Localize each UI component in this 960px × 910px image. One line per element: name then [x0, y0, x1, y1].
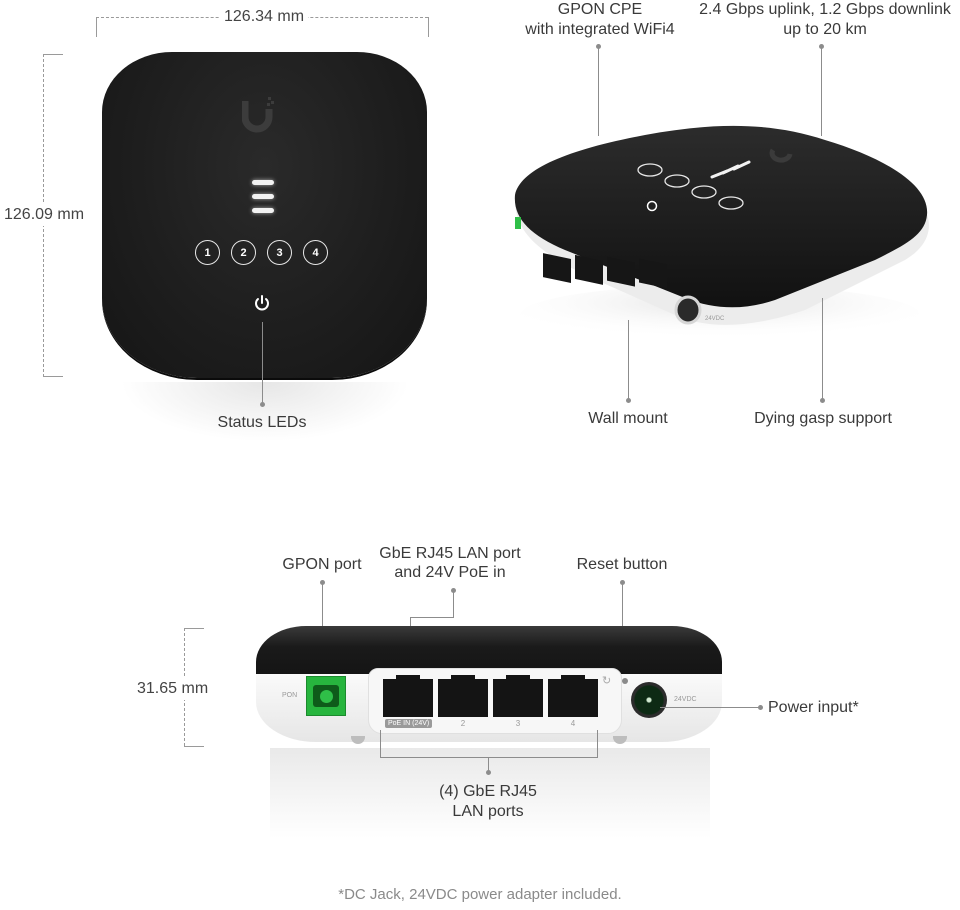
lan-poe-leader-line-a — [453, 590, 454, 617]
lan-ports-leader-dot — [486, 770, 491, 775]
port-led-3: 3 — [267, 240, 292, 265]
wall-mount-leader-line — [628, 320, 629, 400]
width-dimension-tick-right — [428, 17, 429, 37]
pon-label: PON — [282, 692, 298, 699]
rj45-port-4 — [548, 675, 598, 717]
power-input-leader-dot — [758, 705, 763, 710]
port-led-4: 4 — [303, 240, 328, 265]
rj45-port-panel: PoE IN (24V) 2 3 4 — [368, 668, 622, 734]
power-input-callout: Power input* — [768, 699, 859, 716]
lan-ports-callout-line2: LAN ports — [452, 803, 524, 820]
rear-height-tick-bottom — [184, 746, 204, 747]
gpon-cpe-callout-line1: GPON CPE — [557, 1, 643, 18]
rear-height-dimension-label: 31.65 mm — [137, 678, 209, 700]
port-number-2: 2 — [460, 719, 466, 728]
rear-height-tick-top — [184, 628, 204, 629]
footnote: *DC Jack, 24VDC power adapter included. — [338, 886, 622, 903]
dying-gasp-leader-line — [822, 298, 823, 400]
speed-callout-line2: up to 20 km — [783, 21, 867, 38]
lan-ports-callout-line1: (4) GbE RJ45 — [439, 783, 537, 800]
gpon-port-callout: GPON port — [282, 556, 362, 573]
port-led-1: 1 — [195, 240, 220, 265]
lan-ports-bracket-bottom — [380, 757, 598, 758]
reset-icon: ↻ — [602, 675, 612, 687]
wall-mount-callout: Wall mount — [588, 410, 668, 427]
persp-rj45-ports — [543, 253, 667, 289]
device-top-view: 1 2 3 4 — [102, 52, 427, 378]
speed-leader-line — [821, 46, 822, 136]
led-bar-icon — [252, 208, 274, 213]
height-dimension-tick-bottom — [43, 376, 63, 377]
power-input-leader-line — [660, 707, 760, 708]
height-dimension-tick-top — [43, 54, 63, 55]
dying-gasp-leader-dot — [820, 398, 825, 403]
gpon-cpe-leader-line — [598, 46, 599, 136]
port-number-4: 4 — [570, 719, 576, 728]
port-led-2: 2 — [231, 240, 256, 265]
speed-callout-line1: 2.4 Gbps uplink, 1.2 Gbps downlink — [699, 1, 951, 18]
poe-in-tag: PoE IN (24V) — [385, 719, 433, 728]
port-number-3: 3 — [515, 719, 521, 728]
rj45-port-1 — [383, 675, 433, 717]
dying-gasp-callout: Dying gasp support — [754, 410, 892, 427]
lan-poe-callout-line2: and 24V PoE in — [394, 564, 506, 581]
width-dimension-label: 126.34 mm — [220, 8, 309, 26]
wifi-led-bars — [252, 180, 274, 222]
lan-ports-bracket-left — [380, 730, 381, 758]
top-device-reflection — [120, 382, 410, 442]
gpon-sc-port — [306, 676, 346, 716]
gpon-cpe-callout-line2: with integrated WiFi4 — [525, 21, 675, 38]
lan-poe-callout-line1: GbE RJ45 LAN port — [379, 545, 521, 562]
lan-ports-leader-line — [488, 757, 489, 771]
lan-ports-bracket-right — [597, 730, 598, 758]
rubber-foot-right — [613, 736, 627, 744]
status-leds-leader-dot — [260, 402, 265, 407]
port-leds: 1 2 3 4 — [195, 240, 328, 265]
led-bar-icon — [252, 194, 274, 199]
reset-button — [622, 678, 628, 684]
gpon-port-leader-line — [322, 582, 323, 668]
rj45-port-3 — [493, 675, 543, 717]
power-icon — [255, 295, 269, 311]
device-rear-view: PON PoE IN (24V) 2 3 4 ↻ 24VDC — [256, 626, 722, 744]
device-perspective-view: 24VDC — [514, 125, 929, 340]
dc-label: 24VDC — [674, 696, 697, 703]
dc-power-jack — [631, 682, 667, 718]
wall-mount-leader-dot — [626, 398, 631, 403]
rj45-port-2 — [438, 675, 488, 717]
height-dimension-label: 126.09 mm — [4, 204, 85, 226]
ubiquiti-logo-icon — [242, 97, 274, 133]
status-leds-leader-line — [262, 322, 263, 404]
led-bar-icon — [252, 180, 274, 185]
reset-button-callout: Reset button — [576, 556, 668, 573]
status-leds-callout: Status LEDs — [217, 414, 307, 431]
rubber-foot-left — [351, 736, 365, 744]
lan-poe-leader-line-b — [410, 617, 454, 618]
width-dimension-tick-left — [96, 17, 97, 37]
rear-device-reflection — [270, 748, 710, 838]
persp-dc-label: 24VDC — [705, 316, 725, 322]
